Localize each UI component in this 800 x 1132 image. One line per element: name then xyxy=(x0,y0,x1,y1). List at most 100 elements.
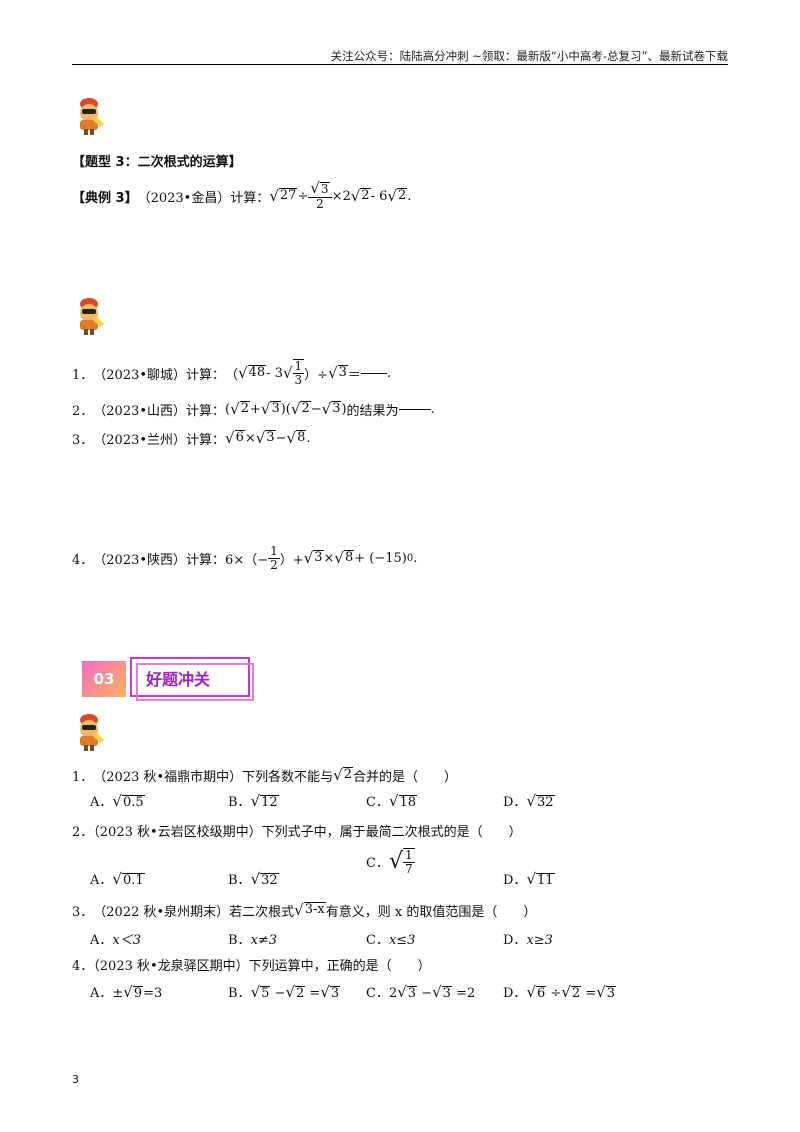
radical-sign: √ xyxy=(294,901,304,919)
banner-frame xyxy=(130,657,250,697)
option-c[interactable]: C．x≤3 xyxy=(366,933,416,948)
operator: ）÷ xyxy=(304,367,329,383)
radicand: 2 xyxy=(239,401,250,417)
practice-item: 4． （2023•陕西）计算： 6×（− 1 2 ）+ √3 × √8 + (−… xyxy=(72,538,417,578)
question-stem: 1． （2023 秋•福鼎市期中）下列各数不能与 √2 合并的是（ ） xyxy=(72,764,457,786)
item-source: （2023•山西）计算： xyxy=(93,403,226,419)
radical-sign: √ xyxy=(333,766,343,784)
option-b[interactable]: B．x≠3 xyxy=(228,933,278,948)
option-a[interactable]: A．√0.1 xyxy=(90,870,145,888)
item-source: （2023•陕西）计算： xyxy=(93,552,226,568)
operator: − xyxy=(275,430,287,446)
item-number: 3． xyxy=(72,904,94,920)
header-divider xyxy=(72,64,728,65)
question-stem: 2．（2023 秋•云岩区校级期中）下列式子中，属于最简二次根式的是（ ） xyxy=(72,821,522,840)
practice-item: 2． （2023•山西）计算： ( √2 + √3 )( √2 − √3 ) 的… xyxy=(72,398,435,420)
expr-part: + (−15) xyxy=(354,550,407,566)
option-a[interactable]: A．x＜3 xyxy=(90,933,141,948)
radicand: 8 xyxy=(343,550,355,566)
fraction: 1 2 xyxy=(268,545,280,571)
option-d[interactable]: D．x≥3 xyxy=(503,933,553,948)
operator: + xyxy=(249,401,261,417)
stem-text: （2023 秋•福鼎市期中）下列各数不能与 xyxy=(93,769,334,785)
example-line: 【典例 3】 （2023•金昌）计算： √27 ÷ √3 2 ×2 √2 - 6… xyxy=(72,176,411,216)
paren: )( xyxy=(280,401,291,417)
stem-text: 合并的是（ ） xyxy=(353,769,458,785)
option-a[interactable]: A．±√9=3 xyxy=(90,983,163,1001)
item-number: 2． xyxy=(72,403,94,419)
item-source: （2023•兰州）计算： xyxy=(93,432,226,448)
radical-sign: √ xyxy=(321,400,332,418)
stem-text: 有意义，则 x 的取值范围是（ ） xyxy=(325,904,537,920)
practice-item: 3． （2023•兰州）计算： √6 × √3 − √8 . xyxy=(72,427,311,449)
radical-sign: √ xyxy=(230,400,240,418)
radicand: 3-x xyxy=(303,902,326,918)
frac-denominator: 2 xyxy=(270,557,278,572)
operator: − xyxy=(310,401,322,417)
radical-sign: √ xyxy=(225,429,235,447)
example-source: （2023•金昌）计算： xyxy=(137,190,270,206)
radicand: 3 xyxy=(337,365,348,381)
section-title: 【题型 3：二次根式的运算】 xyxy=(72,155,242,170)
radicand: 3 xyxy=(265,430,276,446)
paren: ) xyxy=(341,401,347,417)
page-header: 关注公众号：陆陆高分冲刺 ~领取：最新版“小中高考-总复习”、最新试卷下载 xyxy=(330,49,728,63)
operator: × xyxy=(244,430,256,446)
option-d[interactable]: D．√11 xyxy=(503,870,555,888)
answer-blank xyxy=(398,408,431,410)
example-label: 【典例 3】 xyxy=(72,190,138,206)
option-c[interactable]: C．2√3 −√3 =2 xyxy=(366,983,476,1001)
radical-sign: √ xyxy=(334,549,344,567)
banner-title: 好题冲关 xyxy=(146,670,211,689)
operator: - 6 xyxy=(370,188,388,204)
option-d[interactable]: D．√32 xyxy=(503,792,555,810)
item-text: 的结果为 xyxy=(346,403,399,419)
pencil-mascot-icon xyxy=(80,98,104,135)
stem-text: （2023 秋•云岩区校级期中）下列式子中，属于最简二次根式的是（ ） xyxy=(93,825,522,840)
option-b[interactable]: B．√12 xyxy=(228,792,279,810)
frac-numerator: 1 xyxy=(268,543,280,559)
section-banner: 03 好题冲关 xyxy=(78,653,254,703)
option-d[interactable]: D．√6 ÷√2 =√3 xyxy=(503,983,617,1001)
radical-sign: √ xyxy=(269,187,279,205)
practice-item: 1． （2023•聊城）计算： （ √48 - 3 √ 1 3 ）÷ √3 ＝ … xyxy=(72,353,391,393)
frac-numerator: 3 xyxy=(319,182,330,197)
radical-sign: √ xyxy=(387,187,397,205)
option-b[interactable]: B．√5 −√2 =√3 xyxy=(228,983,341,1001)
radical-sign: √ xyxy=(328,364,338,382)
radicand: 27 xyxy=(278,188,298,204)
exponent: 0 xyxy=(406,552,414,564)
period: . xyxy=(430,401,435,417)
operator: ×2 xyxy=(331,188,351,204)
radicand: 2 xyxy=(342,767,354,783)
radicand: 6 xyxy=(234,430,245,446)
period: . xyxy=(407,188,412,204)
pencil-mascot-icon xyxy=(80,298,104,335)
item-number: 2． xyxy=(72,825,94,840)
expr-part: 6×（− xyxy=(225,552,269,568)
fraction: √3 2 xyxy=(308,180,332,212)
banner-number: 03 xyxy=(82,661,126,697)
radical-sign: √ xyxy=(350,187,361,205)
expr-part: ）+ xyxy=(279,552,304,568)
banner-frame-shadow xyxy=(136,663,254,701)
operator: ÷ xyxy=(297,188,309,204)
stem-text: （2023 秋•龙泉驿区期中）下列运算中，正确的是（ ） xyxy=(93,959,431,974)
item-number: 1． xyxy=(72,367,94,383)
answer-blank xyxy=(360,372,387,374)
option-c[interactable]: C．√18 xyxy=(366,792,418,810)
option-b[interactable]: B．√32 xyxy=(228,870,279,888)
radical-sign: √ xyxy=(282,364,293,382)
radicand: 48 xyxy=(247,365,267,381)
frac-denominator: 2 xyxy=(316,197,324,212)
operator: - 3 xyxy=(266,365,283,381)
paren: ( xyxy=(225,401,231,417)
item-source: （2023•聊城）计算： xyxy=(93,367,226,383)
radicand: 8 xyxy=(296,430,307,446)
option-a[interactable]: A．√0.5 xyxy=(90,792,145,810)
radicand: 3 xyxy=(313,550,324,566)
radicand: 2 xyxy=(300,401,311,417)
period: . xyxy=(413,550,418,566)
radicand: 2 xyxy=(396,188,408,204)
